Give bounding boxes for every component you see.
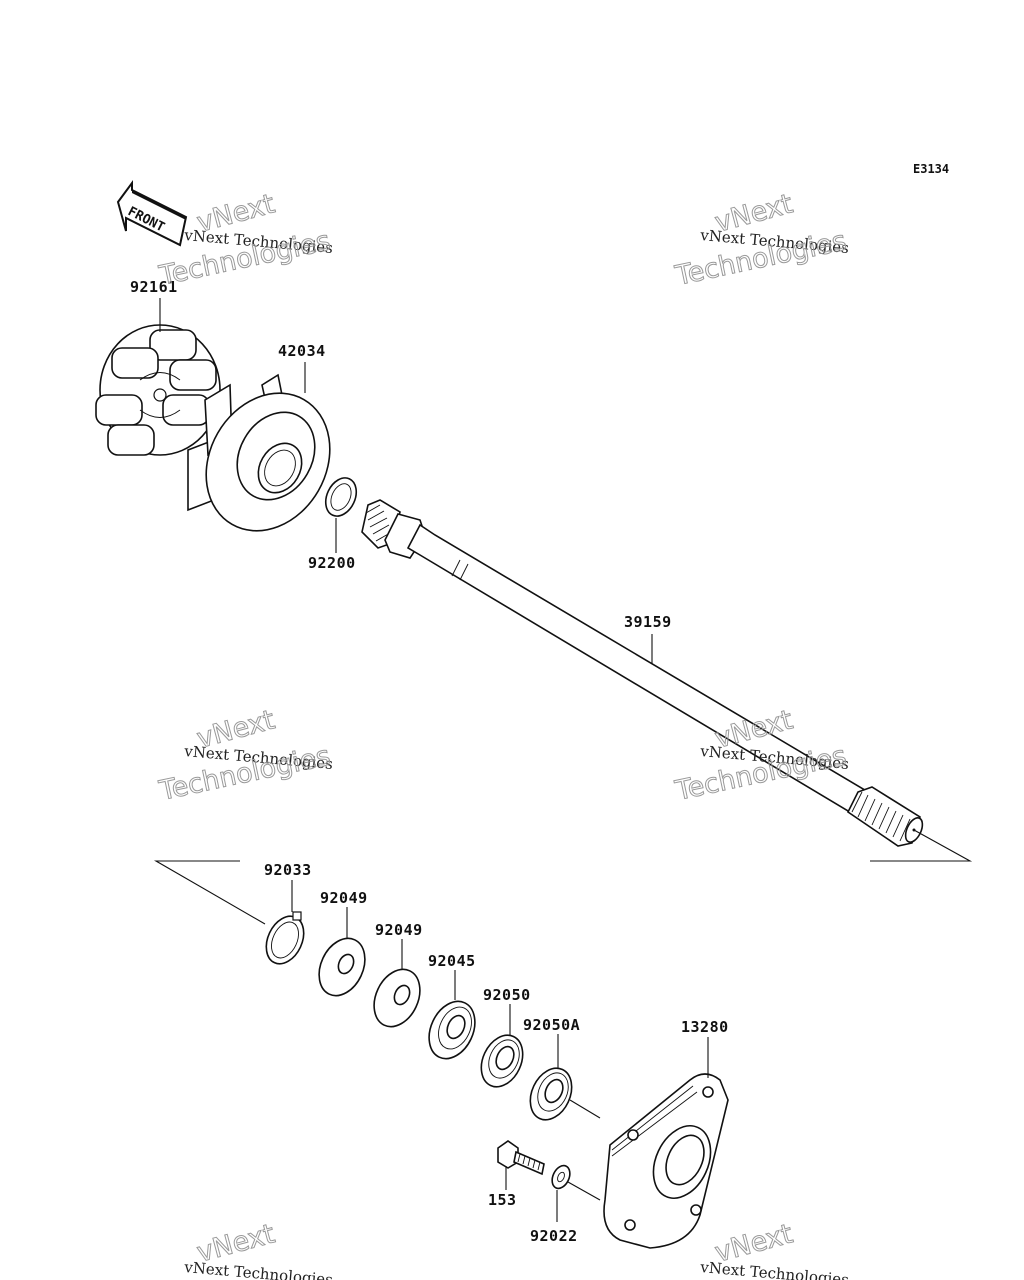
watermark-mid-left: vNext vNext Technologies Technologies bbox=[156, 704, 334, 808]
assembly-line-seal bbox=[569, 1099, 601, 1119]
watermark-top-right: vNext vNext Technologies Technologies bbox=[672, 188, 850, 293]
section-line-right bbox=[870, 829, 973, 862]
label-13280: 13280 bbox=[681, 1018, 729, 1036]
label-92049-a: 92049 bbox=[320, 889, 368, 907]
oil-seal-92050A-part bbox=[529, 1067, 573, 1121]
label-42034: 42034 bbox=[278, 342, 326, 360]
label-92050A: 92050A bbox=[523, 1016, 580, 1034]
coupling-part bbox=[187, 373, 331, 532]
circlip-part bbox=[265, 911, 305, 965]
washer-92022-part bbox=[551, 1164, 571, 1190]
label-92033: 92033 bbox=[264, 861, 312, 879]
front-arrow-icon: FRONT bbox=[116, 179, 188, 247]
label-92045: 92045 bbox=[428, 952, 476, 970]
watermark-top-left: vNext vNext Technologies Technologies bbox=[156, 188, 334, 293]
label-92200: 92200 bbox=[308, 554, 356, 572]
label-92022: 92022 bbox=[530, 1227, 578, 1245]
svg-text:vNext Technologies: vNext Technologies bbox=[699, 1258, 850, 1280]
oil-seal-92050-part bbox=[480, 1034, 524, 1088]
washer-92200-part bbox=[324, 477, 358, 517]
assembly-line-washer bbox=[567, 1181, 601, 1201]
label-153: 153 bbox=[488, 1191, 517, 1209]
svg-text:vNext Technologies: vNext Technologies bbox=[183, 1258, 334, 1280]
damper-rubber-part bbox=[95, 324, 221, 456]
bearing-housing-part bbox=[603, 1073, 729, 1249]
diagram-code: E3134 bbox=[913, 162, 949, 176]
watermark-bottom-left: vNext vNext Technologies bbox=[183, 1218, 334, 1280]
label-39159: 39159 bbox=[624, 613, 672, 631]
label-92049-b: 92049 bbox=[375, 921, 423, 939]
collar-92049-a-part bbox=[318, 937, 366, 997]
collar-92049-b-part bbox=[373, 968, 421, 1028]
section-line-left bbox=[153, 860, 266, 925]
label-92050: 92050 bbox=[483, 986, 531, 1004]
drive-shaft-part bbox=[361, 499, 924, 847]
label-92161: 92161 bbox=[130, 278, 178, 296]
watermark-bottom-right: vNext vNext Technologies bbox=[699, 1218, 850, 1280]
bearing-part bbox=[428, 1000, 476, 1060]
bolt-part bbox=[497, 1140, 545, 1176]
